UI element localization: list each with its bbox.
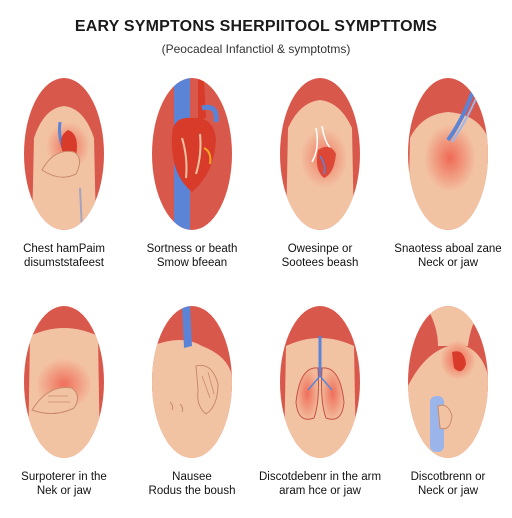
stomach-hand-icon	[24, 306, 104, 458]
symptom-sublabel: Rodus the boush	[148, 485, 236, 497]
back-shoulder-icon	[408, 78, 488, 230]
symptom-panel: Surpoterer in the Nek or jaw	[0, 298, 128, 518]
symptom-panel: Discotbrenn or Neck or jaw	[384, 298, 512, 518]
symptom-panel: Owesinpe or Sootees beash	[256, 70, 384, 290]
symptom-label: Owesinpe or	[287, 243, 353, 255]
symptom-sublabel: aram hce or jaw	[279, 485, 361, 497]
symptom-label: Chest hamPaim	[23, 243, 105, 255]
page-subtitle: (Peocadeal Infanctiol & symptotms)	[161, 42, 351, 56]
symptom-label: Sortness or beath	[146, 243, 238, 255]
chest-hand-icon	[24, 78, 104, 230]
symptom-label: Discotbrenn or	[410, 471, 486, 483]
symptom-label: Snaotess aboal zane	[394, 243, 502, 255]
symptom-label: Discotdebenr in the arm	[258, 471, 382, 483]
page-title: EARY SYMPTONS SHERPIITOOL SYMPTTOMS	[74, 18, 438, 35]
symptom-sublabel: Neck or jaw	[417, 485, 479, 497]
symptom-sublabel: Nek or jaw	[36, 485, 92, 497]
symptom-sublabel: disumststafeest	[24, 257, 104, 269]
symptom-panel: Discotdebenr in the arm aram hce or jaw	[256, 298, 384, 518]
symptom-panel: Chest hamPaim disumststafeest	[0, 70, 128, 290]
lungs-icon	[280, 306, 360, 458]
symptom-sublabel: Smow bfeean	[156, 257, 228, 269]
symptom-grid: Chest hamPaim disumststafeest	[0, 70, 512, 510]
symptom-label: Nausee	[172, 471, 212, 483]
shoulder-hand-icon	[152, 306, 232, 458]
symptom-sublabel: Sootees beash	[281, 257, 359, 269]
symptom-panel: Sortness or beath Smow bfeean	[128, 70, 256, 290]
symptom-panel: Nausee Rodus the boush	[128, 298, 256, 518]
torso-heart-icon	[280, 78, 360, 230]
heart-vessels-icon	[152, 78, 232, 230]
symptom-sublabel: Neck or jaw	[417, 257, 479, 269]
symptom-panel: Snaotess aboal zane Neck or jaw	[384, 70, 512, 290]
symptom-label: Surpoterer in the	[21, 471, 107, 483]
neck-jaw-arm-icon	[408, 306, 488, 458]
